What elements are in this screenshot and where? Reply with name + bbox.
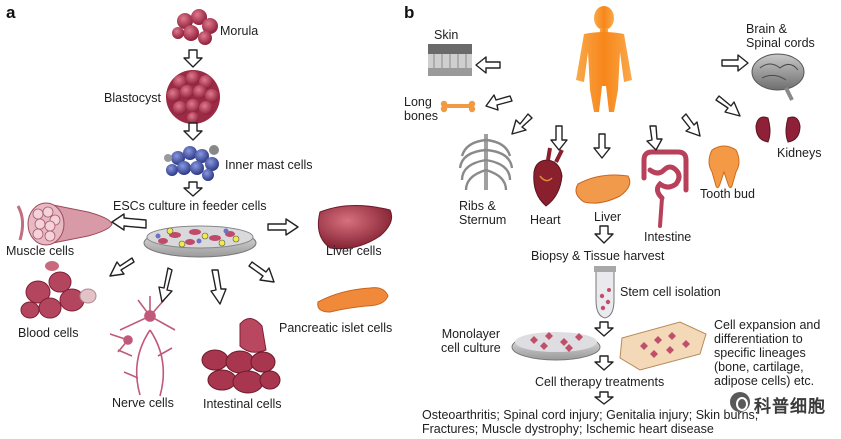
ribcage-illustration <box>458 134 514 191</box>
blastocyst-illustration <box>166 70 220 124</box>
arrow-to-brain <box>721 54 749 72</box>
arrow-to-tooth <box>681 113 701 137</box>
arrow-to-monolayer <box>594 321 614 337</box>
label-inner-mast-cells: Inner mast cells <box>225 158 313 172</box>
arrow-to-intestine <box>646 125 663 151</box>
label-blastocyst: Blastocyst <box>104 91 161 105</box>
pancreas-illustration <box>317 287 389 313</box>
label-long-bones: Long bones <box>404 95 439 123</box>
arrow-morula-blastocyst <box>183 49 203 68</box>
liver-illustration-a <box>317 204 393 250</box>
arrow-biopsy <box>594 225 614 244</box>
label-skin: Skin <box>434 28 459 42</box>
arrow-to-bones <box>485 94 513 111</box>
label-tooth-bud: Tooth bud <box>700 187 755 201</box>
monolayer-dish-illustration <box>511 332 601 361</box>
human-body-illustration <box>576 6 632 112</box>
arrow-to-liver <box>267 218 299 236</box>
label-blood-cells: Blood cells <box>18 326 79 340</box>
label-muscle-cells: Muscle cells <box>6 244 75 258</box>
label-intestine: Intestine <box>644 230 692 244</box>
label-monolayer: Monolayer cell culture <box>441 327 501 355</box>
watermark-logo-icon <box>730 392 750 412</box>
label-biopsy: Biopsy & Tissue harvest <box>531 249 665 263</box>
arrow-to-skin <box>475 56 501 74</box>
arrow-to-intestinal <box>210 269 227 305</box>
label-outcomes-line1: Osteoarthritis; Spinal cord injury; Geni… <box>422 408 759 422</box>
long-bone-illustration <box>440 100 476 113</box>
label-morula: Morula <box>220 24 259 38</box>
liver-illustration-b <box>575 174 631 204</box>
intestine-illustration <box>641 149 689 228</box>
panel-b-arrows <box>475 54 749 405</box>
label-intestinal-cells: Intestinal cells <box>203 397 282 411</box>
label-escs-culture: ESCs culture in feeder cells <box>113 199 267 213</box>
arrow-to-ribs <box>511 113 533 135</box>
label-pancreatic-islet-cells: Pancreatic islet cells <box>279 321 393 335</box>
label-stem-cell-isolation: Stem cell isolation <box>620 285 721 299</box>
label-cell-therapy: Cell therapy treatments <box>535 375 665 389</box>
panel-a-arrows <box>109 49 299 305</box>
watermark-text: 科普细胞 <box>754 397 826 416</box>
label-outcomes-line2: Fractures; Muscle dystrophy; Ischemic he… <box>422 422 714 436</box>
culture-flask-illustration <box>619 321 707 371</box>
arrow-blastocyst-inner <box>183 122 203 141</box>
morula-illustration <box>172 9 218 45</box>
label-nerve-cells: Nerve cells <box>112 396 174 410</box>
label-ribs-sternum: Ribs & Sternum <box>459 199 507 227</box>
label-kidneys: Kidneys <box>777 146 822 160</box>
intestinal-cells-illustration <box>201 318 281 394</box>
arrow-to-therapy <box>594 355 614 371</box>
muscle-cells-illustration <box>16 202 113 246</box>
inner-mast-cells-illustration <box>164 145 219 181</box>
label-liver-b: Liver <box>594 210 622 224</box>
petri-dish-illustration <box>143 225 257 258</box>
brain-illustration <box>751 53 805 101</box>
label-liver-cells: Liver cells <box>326 244 382 258</box>
arrow-to-kidneys <box>715 95 741 117</box>
arrow-to-outcomes <box>594 391 614 405</box>
nerve-cells-illustration <box>109 296 176 397</box>
arrow-to-nerve <box>158 267 173 303</box>
label-cell-expansion: Cell expansion and differentiation to sp… <box>714 318 821 388</box>
arrow-inner-escs <box>183 181 203 197</box>
label-heart: Heart <box>530 213 561 227</box>
panel-a-letter: a <box>6 3 16 22</box>
blood-cells-illustration <box>20 261 97 319</box>
arrow-to-muscle <box>111 213 147 231</box>
stem-cell-tube-illustration <box>594 266 616 319</box>
heart-illustration <box>533 147 564 207</box>
kidneys-illustration <box>755 116 801 143</box>
arrow-to-heart <box>550 125 568 151</box>
skin-illustration <box>428 44 472 76</box>
arrow-to-pancreatic <box>248 261 275 283</box>
panel-b-letter: b <box>404 3 415 22</box>
tooth-illustration <box>708 145 740 189</box>
label-brain-spinal: Brain & Spinal cords <box>746 22 815 50</box>
arrow-to-blood <box>109 257 135 277</box>
arrow-to-liver-b <box>593 133 611 159</box>
